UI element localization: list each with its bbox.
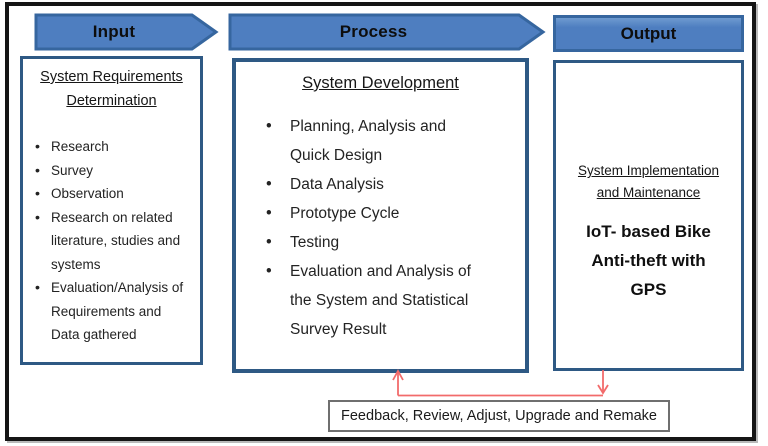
input-box-title: System Requirements Determination xyxy=(40,69,183,109)
bullet-text: Planning, Analysis and Quick Design xyxy=(290,118,446,164)
bullet-text: Evaluation and Analysis of the System an… xyxy=(290,263,471,338)
bullet-text: Testing xyxy=(290,234,340,251)
bullet-item: Evaluation/Analysis of Requirements and … xyxy=(33,276,194,347)
bullet-icon xyxy=(35,206,40,231)
bullet-icon xyxy=(266,170,272,199)
bullet-icon xyxy=(35,135,40,160)
header-process: Process xyxy=(228,13,546,51)
bullet-text: Survey xyxy=(51,162,94,178)
header-input-label: Input xyxy=(92,22,136,41)
bullet-icon xyxy=(35,182,40,207)
diagram-outer-frame xyxy=(5,2,756,441)
feedback-box: Feedback, Review, Adjust, Upgrade and Re… xyxy=(328,400,670,432)
bullet-text: Data Analysis xyxy=(290,176,384,193)
bullet-item: Research xyxy=(33,135,194,159)
bullet-text: Research xyxy=(51,139,109,154)
output-result-text: IoT- based Bike Anti-theft with GPS xyxy=(586,222,711,299)
output-box-content: System Implementation and Maintenance Io… xyxy=(556,63,741,304)
process-bullet-list: Planning, Analysis and Quick Design Data… xyxy=(236,112,525,344)
header-output: Output xyxy=(553,15,744,52)
process-arrow-shape xyxy=(228,13,546,51)
output-box-title: System Implementation and Maintenance xyxy=(577,163,720,200)
input-bullet-list: Research Survey Observation Research on … xyxy=(23,135,200,347)
bullet-text: Research on related literature, studies … xyxy=(51,209,181,272)
bullet-icon xyxy=(35,159,40,184)
bullet-icon xyxy=(266,199,272,228)
bullet-item: Prototype Cycle xyxy=(264,199,519,228)
input-arrow-shape xyxy=(34,13,219,51)
process-box: System Development Planning, Analysis an… xyxy=(232,58,529,373)
bullet-item: Evaluation and Analysis of the System an… xyxy=(264,257,519,344)
bullet-icon xyxy=(266,257,272,286)
bullet-item: Planning, Analysis and Quick Design xyxy=(264,112,519,170)
bullet-icon xyxy=(35,276,40,301)
bullet-item: Survey xyxy=(33,159,194,183)
bullet-icon xyxy=(266,112,272,141)
feedback-label: Feedback, Review, Adjust, Upgrade and Re… xyxy=(341,408,657,424)
input-box: System Requirements Determination Resear… xyxy=(20,56,203,365)
bullet-text: Prototype Cycle xyxy=(290,205,400,222)
output-box: System Implementation and Maintenance Io… xyxy=(553,60,744,371)
header-process-label: Process xyxy=(339,22,408,41)
bullet-text: Observation xyxy=(51,186,124,201)
bullet-item: Research on related literature, studies … xyxy=(33,206,194,277)
header-output-label: Output xyxy=(620,23,677,43)
bullet-item: Data Analysis xyxy=(264,170,519,199)
bullet-icon xyxy=(266,228,272,257)
header-input: Input xyxy=(34,13,219,51)
bullet-item: Observation xyxy=(33,182,194,206)
feedback-connector-arrows xyxy=(392,369,609,397)
process-box-title: System Development xyxy=(302,74,459,92)
bullet-text: Evaluation/Analysis of Requirements and … xyxy=(51,280,184,342)
bullet-item: Testing xyxy=(264,228,519,257)
